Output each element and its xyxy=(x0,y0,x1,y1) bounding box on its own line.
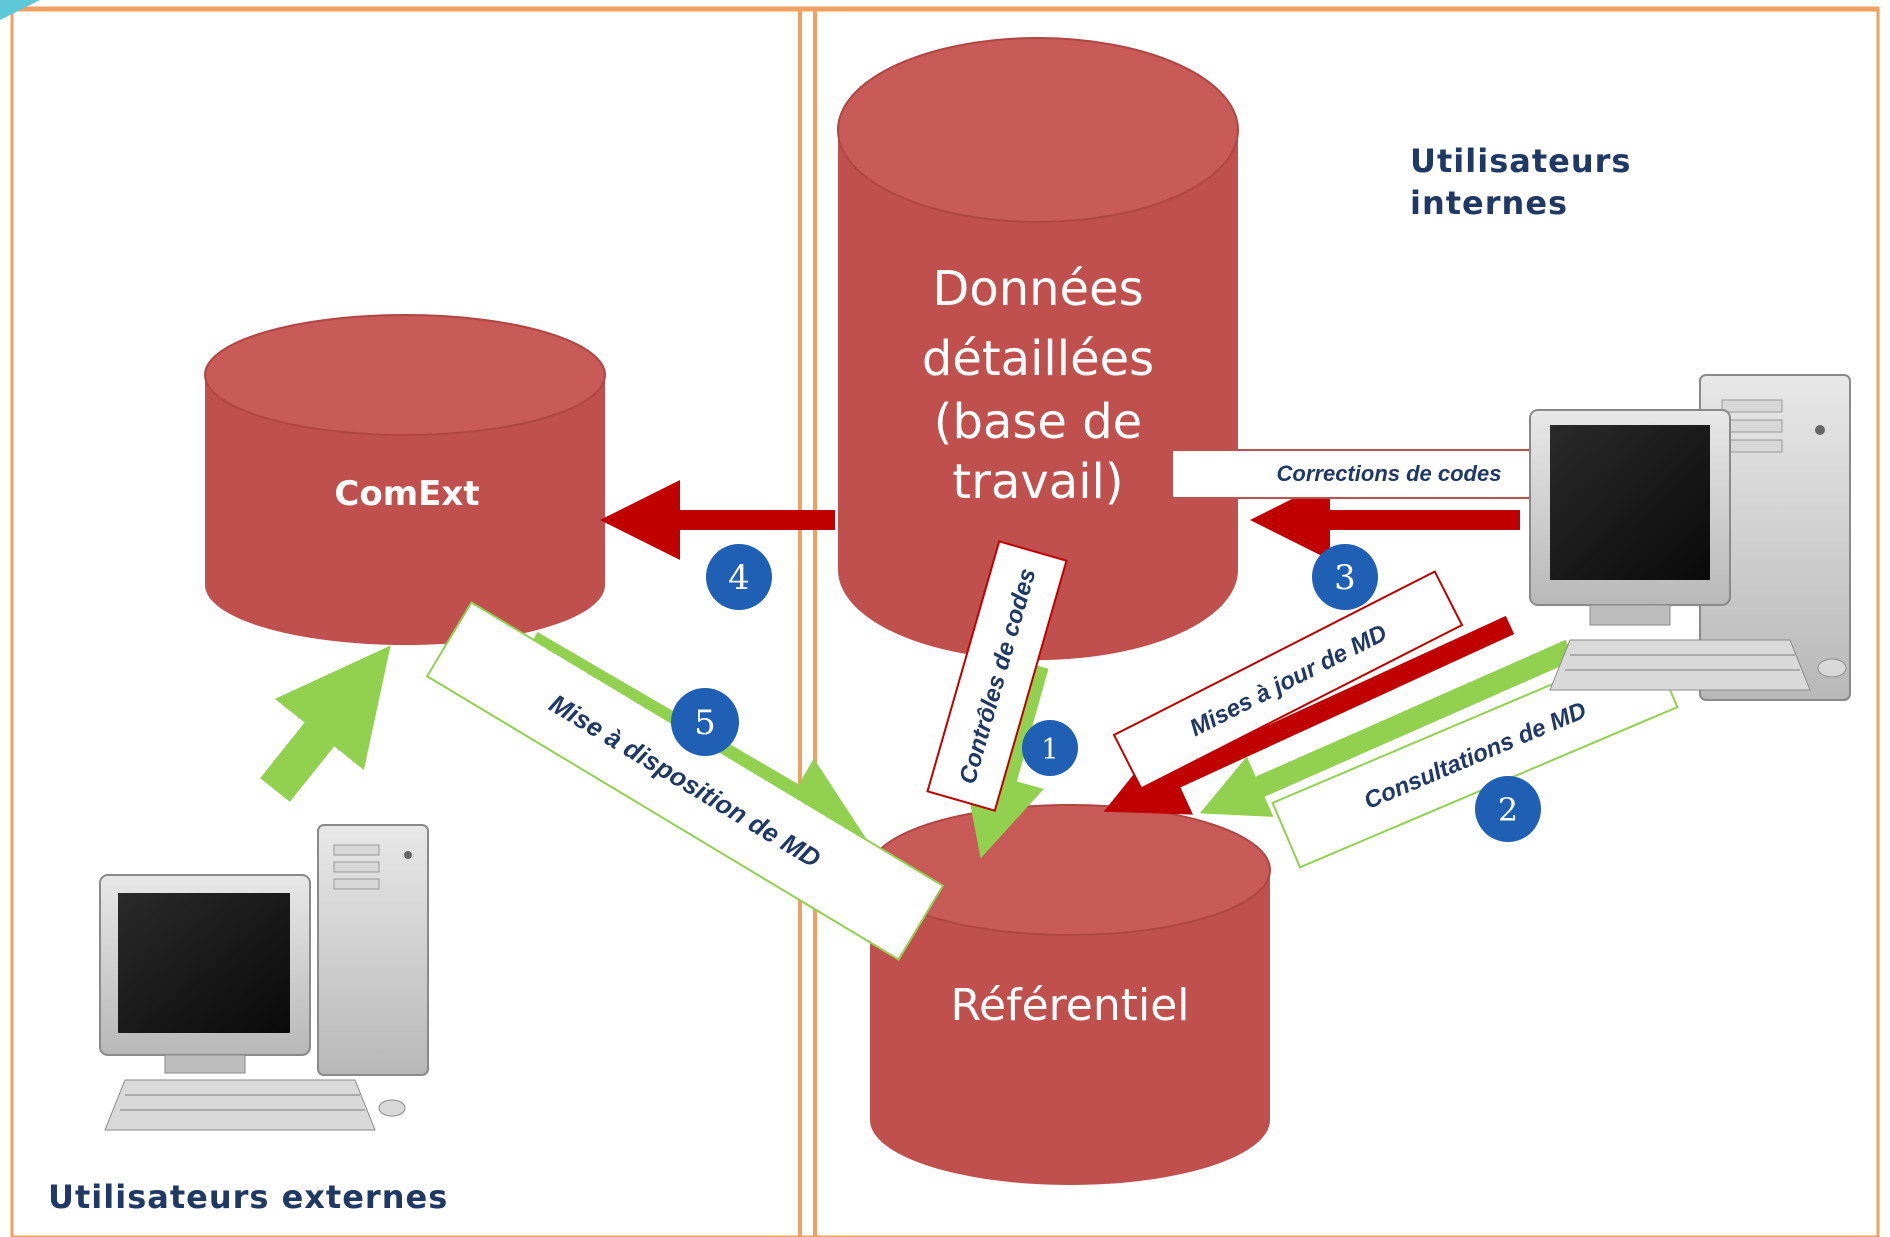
arrow-consultations xyxy=(1199,639,1575,817)
badge-2: 2 xyxy=(1475,776,1541,842)
comext-database: ComExt xyxy=(204,314,606,645)
badge-3: 3 xyxy=(1312,544,1378,610)
donnees-label-line4: travail) xyxy=(952,454,1123,510)
arrow-external-to-comext xyxy=(260,645,391,802)
badge-2-number: 2 xyxy=(1498,791,1518,829)
internal-users-label-line2: internes xyxy=(1410,184,1568,222)
mise-a-disposition-box: Mise à disposition de MD xyxy=(425,601,945,961)
badge-1-number: 1 xyxy=(1041,733,1059,766)
comext-label: ComExt xyxy=(334,474,479,514)
corner-decoration xyxy=(0,0,40,20)
external-user-computer-icon xyxy=(99,824,429,1131)
badge-3-number: 3 xyxy=(1334,558,1356,598)
donnees-detaillees-database: Données détaillées (base de travail) xyxy=(837,37,1239,660)
referentiel-database: Référentiel xyxy=(869,804,1271,1185)
badge-5-number: 5 xyxy=(694,703,716,743)
referentiel-label: Référentiel xyxy=(950,980,1189,1031)
internal-user-computer-icon xyxy=(1529,374,1851,701)
section-divider xyxy=(798,10,817,1237)
badge-1: 1 xyxy=(1022,720,1078,776)
donnees-label-line2: détaillées xyxy=(922,331,1154,387)
badge-5: 5 xyxy=(671,688,739,756)
badge-4: 4 xyxy=(706,544,772,610)
donnees-label-line3: (base de xyxy=(934,394,1142,450)
frame-border xyxy=(10,6,1880,1237)
donnees-label-line1: Données xyxy=(932,261,1143,317)
badge-4-number: 4 xyxy=(728,558,750,598)
internal-users-label-line1: Utilisateurs xyxy=(1410,142,1631,180)
corrections-label: Corrections de codes xyxy=(1277,461,1502,486)
external-users-label: Utilisateurs externes xyxy=(48,1178,448,1216)
